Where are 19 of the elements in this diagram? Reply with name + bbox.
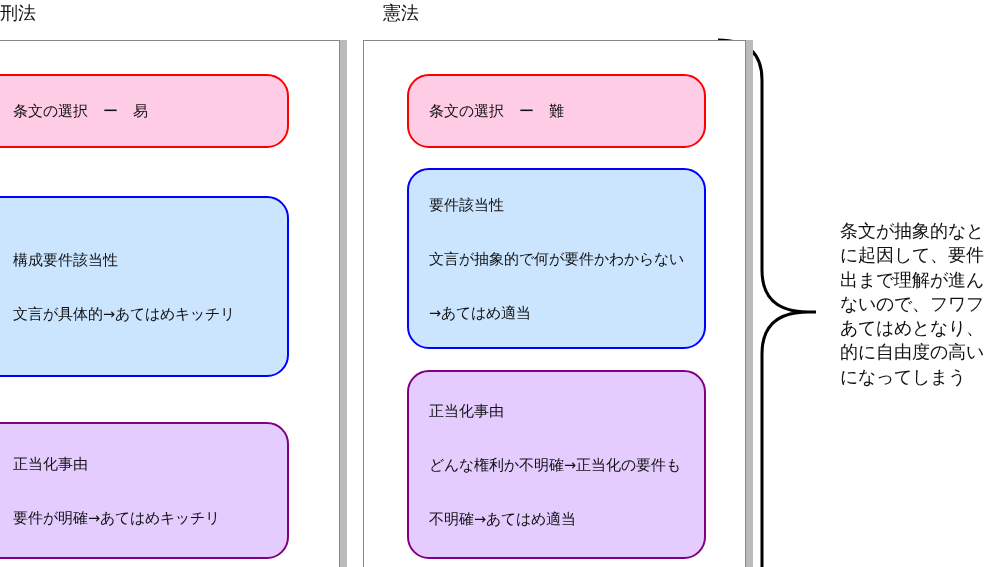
box-text: 要件が明確→あてはめキッチリ: [13, 508, 222, 528]
box-text: 文言が具体的→あてはめキッチリ: [13, 304, 237, 324]
box-text: 文言が抽象的で何が要件かわからない→あてはめ適当: [429, 249, 685, 323]
box-heading: 要件該当性: [429, 195, 505, 215]
rounded-box: [407, 370, 706, 559]
rounded-box: [0, 74, 289, 148]
rounded-box: [407, 168, 706, 349]
box-text: 条文の選択 ー 易: [13, 102, 149, 121]
box-text: 条文の選択 ー 難: [429, 102, 565, 121]
box-heading: 正当化事由: [13, 454, 89, 474]
box-heading: 正当化事由: [429, 401, 505, 421]
rounded-box: [0, 422, 289, 559]
box-heading: 構成要件該当性: [13, 250, 119, 270]
column-heading: 刑法: [0, 2, 36, 24]
rounded-box: [0, 196, 289, 377]
rounded-box: [407, 74, 706, 148]
box-text: どんな権利か不明確→正当化の要件も不明確→あてはめ適当: [429, 455, 683, 529]
note-text: 条文が抽象的なとに起因して、要件出まで理解が進んないので、フワフあてはめとなり、的に自由度の高いになってしまう: [840, 219, 984, 389]
column-heading: 憲法: [383, 2, 419, 24]
